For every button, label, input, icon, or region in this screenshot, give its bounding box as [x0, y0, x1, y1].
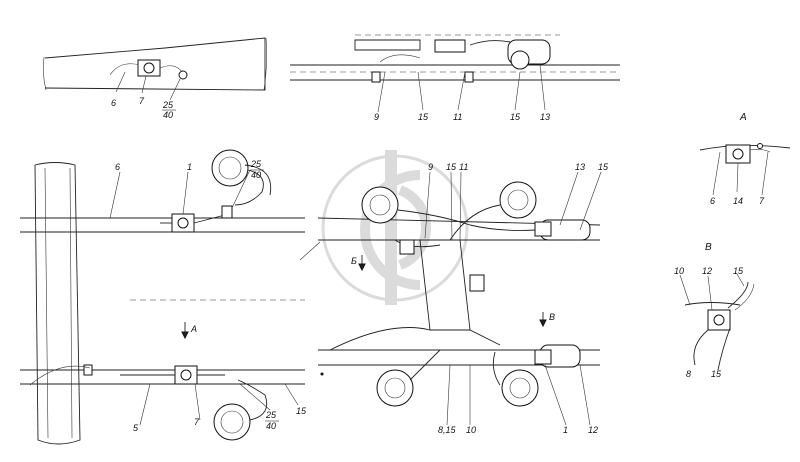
left-callout-1: 1 [187, 162, 192, 172]
center-callout-10: 10 [466, 425, 476, 435]
detail-v-callout-8: 8 [686, 369, 691, 379]
detail-a-callout-7: 7 [759, 196, 765, 206]
detail-v [679, 273, 755, 371]
center-chassis-view [299, 171, 602, 426]
detail-v-callout-10: 10 [674, 266, 684, 276]
detail-a-callout-14: 14 [733, 196, 743, 206]
left-wheel-view [20, 149, 305, 445]
detail-a-callout-6: 6 [710, 196, 715, 206]
tc-callout-15b: 15 [510, 112, 521, 122]
left-callout-25b: 25 [265, 410, 277, 420]
tl-callout-40: 40 [163, 110, 173, 120]
detail-v-title: В [705, 242, 712, 253]
left-callout-7: 7 [194, 417, 200, 427]
tc-callout-9: 9 [374, 112, 379, 122]
center-callout-13: 13 [575, 162, 585, 172]
center-callout-1: 1 [563, 425, 568, 435]
tc-callout-13: 13 [540, 112, 550, 122]
left-callout-40b: 40 [266, 421, 276, 431]
top-left-view [43, 37, 267, 101]
left-callout-6: 6 [115, 162, 120, 172]
top-center-view [290, 34, 620, 113]
detail-v-callout-15: 15 [733, 266, 744, 276]
left-callout-15: 15 [296, 406, 307, 416]
tl-callout-25: 25 [162, 100, 174, 110]
center-view-v-label: В [549, 312, 555, 322]
detail-a-title: А [739, 112, 747, 123]
detail-v-callout-15b: 15 [711, 369, 722, 379]
center-callout-12: 12 [588, 425, 598, 435]
detail-a [699, 143, 791, 196]
center-callout-15b: 15 [598, 162, 609, 172]
center-callout-11: 11 [459, 162, 468, 172]
tl-callout-7: 7 [139, 96, 145, 106]
center-callout-15: 15 [446, 162, 457, 172]
center-callout-9: 9 [428, 162, 433, 172]
center-callout-8-15: 8,15 [438, 425, 457, 435]
tc-callout-11: 11 [453, 112, 462, 122]
left-callout-25: 25 [250, 159, 262, 169]
tl-callout-6: 6 [111, 98, 116, 108]
left-callout-5: 5 [133, 423, 139, 433]
watermark-logo [321, 150, 469, 305]
left-view-a-label: А [190, 324, 197, 334]
detail-v-callout-12: 12 [702, 266, 712, 276]
tc-callout-15: 15 [418, 112, 429, 122]
left-callout-40: 40 [251, 170, 261, 180]
center-view-b-label: Б [351, 256, 357, 266]
